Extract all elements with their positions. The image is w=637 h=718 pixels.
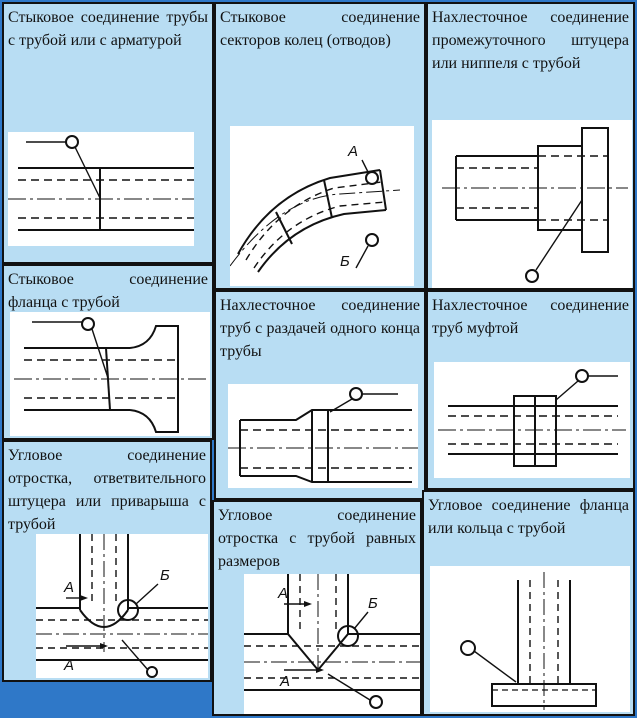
caption: Нахлесточное соединение промежуточного ш… [432, 9, 629, 72]
cell-angle-equal: Угловое соединение отростка с трубой рав… [212, 500, 422, 716]
drawing-butt-flange [10, 312, 210, 436]
label-b: Б [160, 567, 170, 584]
drawing-angle-equal: А Б А [244, 574, 420, 714]
drawing-bend-sectors: А Б [230, 126, 414, 286]
label-a2: А [279, 673, 290, 690]
cell-angle-flange: Угловое соединение фланца или кольца с т… [422, 490, 635, 716]
drawing-lap-nipple [432, 120, 632, 288]
drawing-butt-pipe [8, 132, 194, 246]
label-a2: А [63, 657, 74, 674]
label-b: Б [368, 595, 378, 612]
cell-butt-sectors: Стыковое соединение секторов колец (отво… [214, 2, 426, 290]
label-a: А [277, 585, 288, 602]
drawing-lap-expanded [228, 384, 418, 488]
caption: Нахлесточное соединение труб с раздачей … [220, 297, 420, 360]
caption: Нахлесточное соединение труб муфтой [432, 297, 629, 337]
cell-butt-flange: Стыковое соединение фланца с трубой [2, 264, 214, 440]
drawing-lap-coupling [434, 362, 630, 478]
label-a: А [347, 143, 358, 160]
caption: Угловое соединение фланца или кольца с т… [428, 497, 629, 537]
caption: Угловое соединение отростка, ответвитель… [8, 447, 206, 533]
cell-lap-expanded: Нахлесточное соединение труб с раздачей … [214, 290, 426, 500]
caption: Угловое соединение отростка с трубой рав… [218, 507, 416, 570]
drawing-angle-flange [430, 566, 630, 712]
cell-angle-branch: Угловое соединение отростка, ответвитель… [2, 440, 212, 682]
label-a: А [63, 579, 74, 596]
caption: Стыковое соединение секторов колец (отво… [220, 9, 420, 49]
caption: Стыковое соединение фланца с трубой [8, 271, 208, 311]
caption: Стыковое соединение трубы с трубой или с… [8, 9, 208, 49]
cell-lap-coupling: Нахлесточное соединение труб муфтой [426, 290, 635, 490]
cell-lap-nipple: Нахлесточное соединение промежуточного ш… [426, 2, 635, 290]
cell-butt-pipe-to-pipe: Стыковое соединение трубы с трубой или с… [2, 2, 214, 264]
label-b: Б [340, 253, 350, 270]
drawing-angle-branch: А Б А [36, 534, 208, 678]
